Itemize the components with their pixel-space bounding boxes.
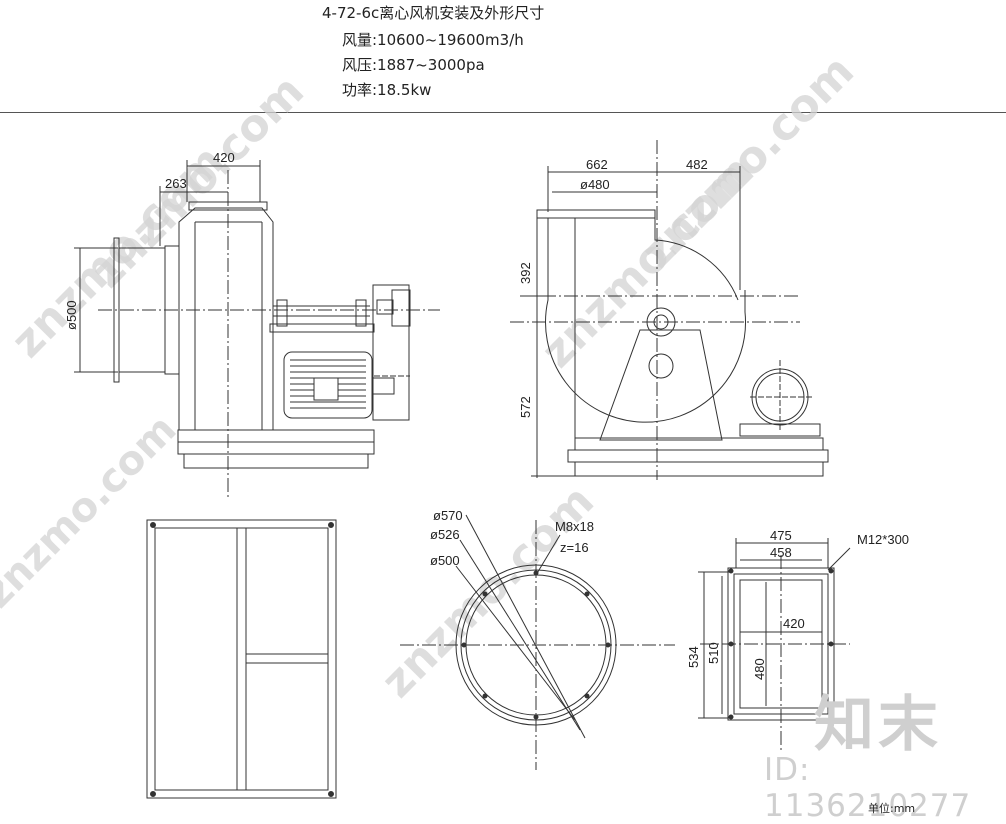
dim-480-outlet: 480 [752,658,767,680]
bearing-2 [355,299,367,327]
watermark-text: znzmo.com [0,406,185,617]
pulley [391,289,411,327]
dim-458: 458 [770,545,792,560]
watermark-logo: 知末 [814,690,942,760]
header-divider [0,112,1006,113]
bolt-spec: M8x18 [555,519,594,534]
power-spec: 功率:18.5kw [342,81,432,99]
dim-510: 510 [706,642,721,664]
watermark-text: znzmo.com [632,45,864,277]
bearing-pedestal [599,329,723,441]
dim-480: ø480 [580,177,610,192]
dim-500: ø500 [64,300,79,330]
dim-482: 482 [686,157,708,172]
outlet-view [698,538,851,752]
dim-475: 475 [770,528,792,543]
outlet-flange [536,209,656,219]
outlet-bolt-spec: M12*300 [857,532,909,547]
terminal-box [313,377,339,401]
watermark-text: znzmo.com [82,65,314,297]
dim-263: 263 [165,176,187,191]
base-plan-outer [146,519,337,799]
watermark-text: znzmo.com [372,475,604,707]
base-frame [177,429,375,443]
unit-label: 单位:mm [868,802,916,815]
dim-392: 392 [518,262,533,284]
pressure-spec: 风压:1887~3000pa [342,56,485,74]
front-view [510,140,829,480]
dim-572: 572 [518,396,533,418]
dim-d570: ø570 [433,508,463,523]
airflow-spec: 风量:10600~19600m3/h [342,31,524,49]
fan-housing [178,207,274,431]
drawing-title: 4-72-6c离心风机安装及外形尺寸 [322,4,545,22]
bearing-1 [276,299,288,327]
dim-662: 662 [586,157,608,172]
base-plan-view [146,519,337,799]
flange-view [400,514,675,770]
bolt-count: z=16 [560,540,589,555]
dim-d526: ø526 [430,527,460,542]
dim-420-outlet: 420 [783,616,805,631]
belt-guard [372,284,410,421]
dim-534: 534 [686,646,701,668]
volute-housing [545,218,746,423]
dim-d500: ø500 [430,553,460,568]
side-view [74,160,440,498]
dim-420: 420 [213,150,235,165]
